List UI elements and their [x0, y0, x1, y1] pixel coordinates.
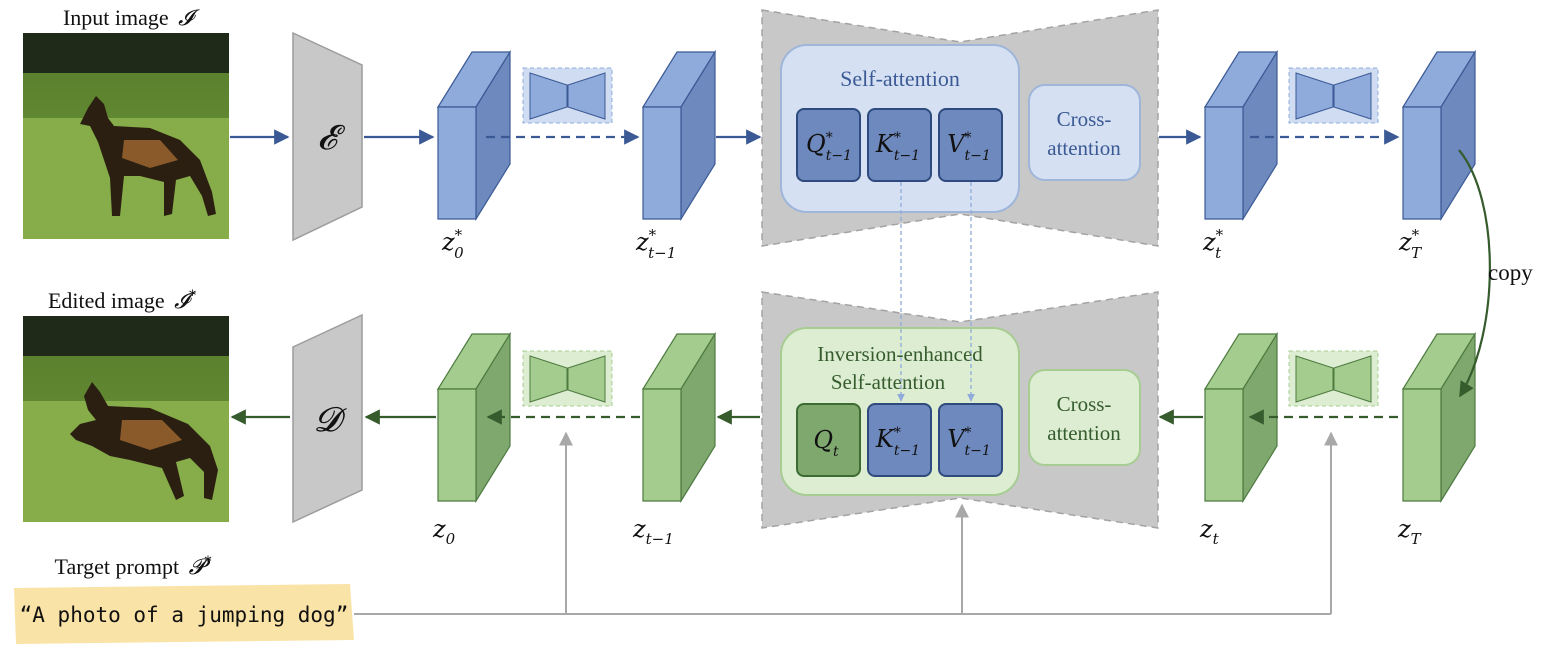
- bottom-q-box: Qt: [796, 403, 861, 477]
- top-k-box: K*t−1: [867, 108, 932, 182]
- svg-text:z*t: z*t: [1202, 226, 1224, 262]
- top-q-box: Q*t−1: [796, 108, 861, 182]
- target-prompt-caption: Target prompt 𝓟*: [55, 554, 212, 580]
- svg-text:K*t−1: K*t−1: [875, 130, 920, 164]
- mini-unet-top-left-icon: [522, 67, 613, 124]
- bottom-cross-attention-block: Cross- attention: [1028, 369, 1141, 466]
- svg-text:attention: attention: [1047, 421, 1121, 445]
- svg-text:Qt: Qt: [813, 426, 839, 460]
- edited-image-caption: Edited image 𝓘*: [48, 288, 196, 314]
- svg-text:V*t−1: V*t−1: [947, 425, 991, 459]
- latent-z0: z0: [432, 331, 512, 548]
- svg-text:zt−1: zt−1: [632, 515, 674, 548]
- encoder-block: 𝓔: [292, 31, 363, 242]
- top-self-attention-title: Self-attention: [840, 66, 960, 91]
- svg-text:zT: zT: [1397, 515, 1422, 548]
- prompt-conditioning-lines: [354, 431, 1338, 615]
- svg-text:Cross-: Cross-: [1057, 107, 1112, 131]
- input-image-photo: [23, 33, 229, 239]
- input-image-caption: Input image 𝓘: [63, 5, 200, 31]
- latent-zt: zt: [1199, 331, 1279, 548]
- decoder-block: 𝓓: [292, 313, 363, 524]
- bottom-k-box: K*t−1: [867, 403, 932, 477]
- latent-zt-star: z*t: [1202, 49, 1279, 262]
- latent-zT-star: z*T: [1398, 49, 1477, 262]
- svg-text:z*0: z*0: [441, 226, 464, 262]
- bottom-self-attention-title-2: Self-attention: [831, 370, 946, 394]
- copy-arrow: [1458, 149, 1491, 398]
- latent-z0-star: z*0: [436, 49, 512, 262]
- svg-text:Cross-: Cross-: [1057, 392, 1112, 416]
- bottom-self-attention-title-1: Inversion-enhanced: [817, 342, 983, 366]
- svg-text:z*T: z*T: [1398, 226, 1422, 262]
- svg-text:attention: attention: [1047, 136, 1121, 160]
- target-prompt-text: “A photo of a jumping dog”: [20, 603, 349, 627]
- mini-unet-bottom-left-icon: [522, 350, 613, 407]
- input-image-group: Input image 𝓘: [23, 5, 229, 239]
- top-self-attention-block: Self-attention Q*t−1 K*t−1 V*t−1: [780, 44, 1020, 213]
- svg-text:z*t−1: z*t−1: [635, 226, 676, 262]
- copy-label: copy: [1488, 260, 1533, 285]
- svg-text:Q*t−1: Q*t−1: [806, 130, 852, 164]
- latent-zT: zT: [1397, 331, 1477, 548]
- svg-text:z0: z0: [432, 515, 456, 548]
- svg-text:V*t−1: V*t−1: [947, 130, 991, 164]
- bottom-v-box: V*t−1: [938, 403, 1003, 477]
- edited-image-photo: [23, 316, 229, 522]
- prompt-note-background: [14, 584, 354, 644]
- svg-text:zt: zt: [1199, 515, 1220, 548]
- target-prompt-group: Target prompt 𝓟* “A photo of a jumping d…: [14, 554, 354, 644]
- latent-zt1-star: z*t−1: [635, 49, 717, 262]
- edited-image-group: Edited image 𝓘*: [23, 288, 229, 522]
- latent-zt1: zt−1: [632, 331, 717, 548]
- top-v-box: V*t−1: [938, 108, 1003, 182]
- dog-jumping-icon: [70, 382, 218, 500]
- dog-standing-icon: [80, 96, 216, 216]
- svg-text:K*t−1: K*t−1: [875, 425, 920, 459]
- mini-unet-top-right-icon: [1288, 67, 1379, 124]
- top-cross-attention-block: Cross- attention: [1028, 84, 1141, 181]
- bottom-self-attention-block: Inversion-enhanced Self-attention Qt K*t…: [780, 327, 1020, 496]
- mini-unet-bottom-right-icon: [1288, 350, 1379, 407]
